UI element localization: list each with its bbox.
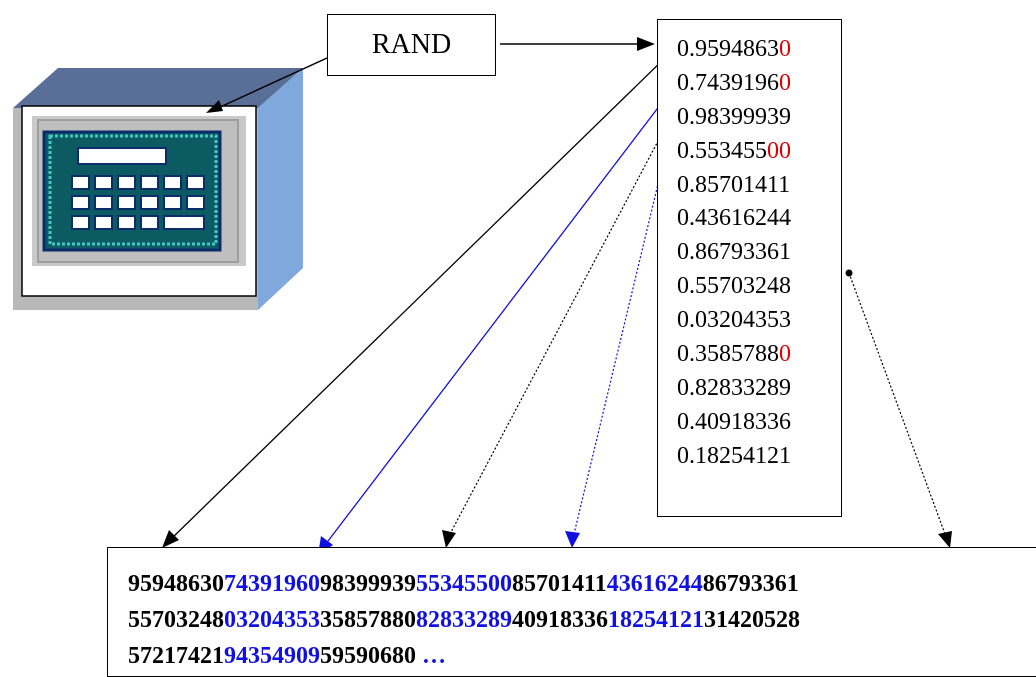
digit-chunk: 86793361: [702, 571, 799, 597]
calculator-key: [94, 175, 113, 190]
calculator-key: [71, 175, 90, 190]
calculator-key: [163, 175, 182, 190]
calculator-key: [186, 175, 205, 190]
digit-chunk: 95948630: [128, 571, 224, 597]
dot-number-7: [845, 269, 853, 277]
number-item: 0.03204353: [677, 304, 841, 338]
digit-chunk: 94354909: [224, 643, 320, 669]
number-item: 0.55703248: [677, 270, 841, 304]
calculator-key: [71, 195, 90, 210]
number-item: 0.82833289: [677, 372, 841, 406]
appended-zero-digits: 0: [779, 69, 791, 96]
calculator-key: [117, 175, 136, 190]
arrowhead: [565, 531, 580, 548]
number-digits: 0.9594863: [677, 36, 779, 62]
arrowhead: [442, 530, 456, 548]
number-digits: 0.43616244: [677, 205, 791, 232]
rand-box: RAND: [327, 14, 496, 76]
number-digits: 0.55703248: [677, 273, 791, 300]
number-digits: 0.98399939: [677, 103, 791, 130]
digit-chunk: 98399939: [320, 571, 416, 597]
digit-chunk: …: [416, 643, 446, 669]
number-digits: 0.85701411: [677, 171, 791, 198]
number-item: 0.18254121: [677, 440, 841, 474]
number-digits: 0.18254121: [677, 442, 791, 469]
calculator-key: [163, 195, 182, 210]
sequence-line: 572174219435490959590680 …: [128, 638, 1036, 674]
number-digits: 0.86793361: [677, 239, 791, 266]
digit-chunk: 59590680: [320, 643, 416, 669]
arrow-number-3: [449, 125, 667, 535]
arrow-number-2: [324, 91, 671, 546]
calculator-key: [140, 195, 159, 210]
appended-zero-digits: 00: [767, 137, 791, 164]
sequence-line: 5570324803204353358578808283328940918336…: [128, 602, 1036, 638]
digit-chunk: 40918336: [512, 607, 608, 633]
number-item: 0.86793361: [677, 236, 841, 270]
digit-chunk: 43616244: [606, 571, 703, 597]
arrowhead: [938, 531, 952, 548]
calculator-key: [94, 195, 113, 210]
digit-chunk: 35857880: [320, 607, 416, 633]
arrow-number-7: [848, 272, 946, 535]
number-item: 0.98399939: [677, 101, 841, 135]
number-item: 0.35857880: [677, 338, 841, 372]
calculator-key: [71, 215, 90, 230]
number-item: 0.85701411: [677, 169, 841, 203]
number-item: 0.74391960: [677, 67, 841, 101]
digit-chunk: 18254121: [608, 607, 704, 633]
appended-zero-digits: 0: [779, 341, 791, 368]
sequence-line: 9594863074391960983999395534550085701411…: [128, 566, 1036, 602]
digit-chunk: 85701411: [512, 571, 607, 597]
digit-chunk: 55345500: [416, 571, 512, 597]
calculator-key: [186, 195, 205, 210]
number-digits: 0.40918336: [677, 408, 791, 435]
calculator-key: [117, 215, 136, 230]
arrowhead: [162, 530, 179, 548]
number-item: 0.43616244: [677, 202, 841, 236]
calculator-key: [140, 215, 159, 230]
number-digits: 0.3585788: [677, 341, 779, 368]
number-item: 0.40918336: [677, 406, 841, 440]
number-digits: 0.7439196: [677, 69, 779, 96]
arrowhead: [637, 37, 655, 51]
digit-chunk: 31420528: [704, 607, 800, 633]
digit-chunk: 82833289: [416, 607, 512, 633]
calculator-key: [163, 215, 205, 230]
calculator-key: [117, 195, 136, 210]
rand-label: RAND: [371, 29, 452, 60]
concatenated-digit-sequence: 9594863074391960983999395534550085701411…: [107, 547, 1036, 677]
arrow-number-4: [573, 158, 665, 535]
number-digits: 0.82833289: [677, 374, 791, 401]
calculator-key: [140, 175, 159, 190]
number-item: 0.95948630: [677, 33, 841, 67]
appended-zero-digits: 0: [779, 36, 791, 62]
calculator-key: [94, 215, 113, 230]
digit-chunk: 74391960: [224, 571, 320, 597]
number-digits: 0.03204353: [677, 307, 791, 334]
digit-chunk: 55703248: [128, 607, 224, 633]
number-item: 0.55345500: [677, 135, 841, 169]
digit-chunk: 57217421: [128, 643, 224, 669]
digit-chunk: 03204353: [224, 607, 320, 633]
calculator-icon: [13, 68, 303, 310]
number-digits: 0.553455: [677, 137, 767, 164]
sequence-lines: 9594863074391960983999395534550085701411…: [128, 566, 1036, 674]
